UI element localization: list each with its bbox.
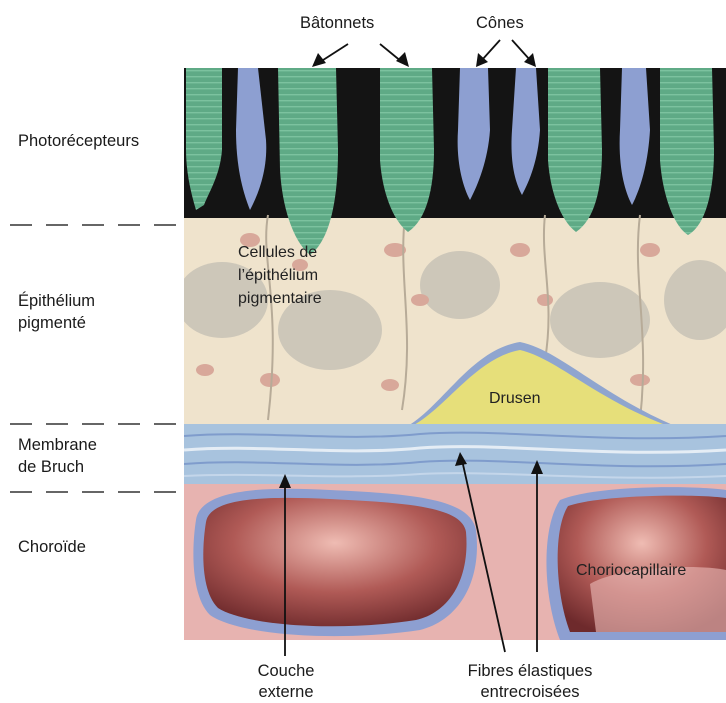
label-fibers-line2: entrecroisées <box>440 681 620 703</box>
label-outer-layer-line2: externe <box>238 681 334 703</box>
label-cones: Cônes <box>476 12 524 34</box>
label-rpe-line3: pigmentaire <box>238 288 322 309</box>
cones-arrow-right <box>512 40 530 60</box>
label-rpe-line1: Cellules de <box>238 242 317 263</box>
bruch-membrane <box>184 424 726 484</box>
label-photoreceptors: Photorécepteurs <box>18 130 139 152</box>
label-outer-layer-line1: Couche <box>238 660 334 682</box>
label-drusen: Drusen <box>489 388 541 409</box>
label-bruch-line1: Membrane <box>18 434 97 456</box>
label-fibers-line1: Fibres élastiques <box>440 660 620 682</box>
label-rpe-line2: l’épithélium <box>238 265 318 286</box>
label-choriocapillaris: Choriocapillaire <box>576 560 686 581</box>
rods-arrowhead-right <box>396 52 409 67</box>
label-choroid: Choroïde <box>18 536 86 558</box>
label-bruch-line2: de Bruch <box>18 456 84 478</box>
label-epithelium-line2: pigmenté <box>18 312 86 334</box>
label-rods: Bâtonnets <box>300 12 374 34</box>
cones-arrow-left <box>482 40 500 60</box>
rods-arrow-left <box>320 44 348 62</box>
label-epithelium-line1: Épithélium <box>18 290 95 312</box>
